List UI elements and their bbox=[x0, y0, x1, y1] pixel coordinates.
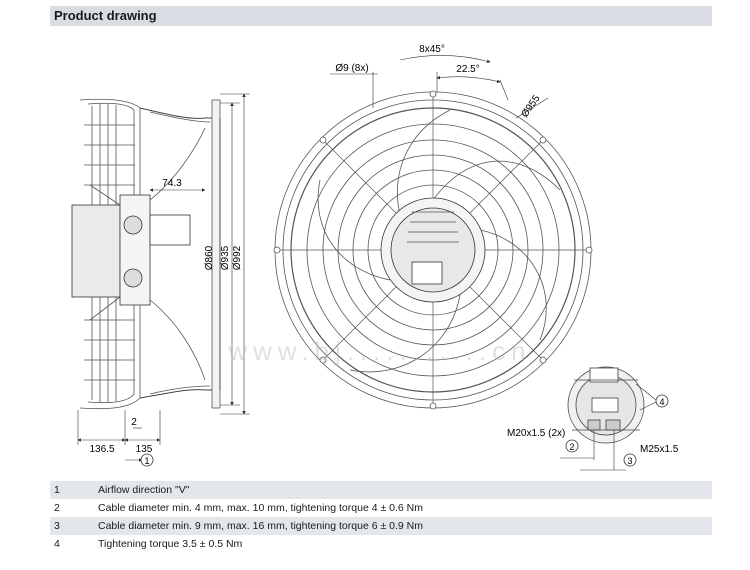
callout-3: 3 bbox=[627, 456, 632, 466]
dim-74-3: 74.3 bbox=[162, 178, 182, 189]
legend-text: Cable diameter min. 9 mm, max. 16 mm, ti… bbox=[98, 520, 423, 532]
page-title: Product drawing bbox=[54, 8, 157, 23]
dim-935: Ø935 bbox=[220, 245, 231, 270]
legend-row: 2 Cable diameter min. 4 mm, max. 10 mm, … bbox=[50, 499, 712, 517]
legend-number: 4 bbox=[54, 538, 60, 550]
dim-992: Ø992 bbox=[232, 245, 243, 270]
legend-text: Airflow direction "V" bbox=[98, 484, 190, 496]
callout-2-circle bbox=[565, 439, 579, 453]
legend-row: 1 Airflow direction "V" bbox=[50, 481, 712, 499]
callout-3-circle bbox=[623, 453, 637, 467]
callout-1-circle bbox=[140, 453, 154, 467]
dim-135: 135 bbox=[136, 444, 153, 455]
callout-1: 1 bbox=[144, 456, 149, 466]
product-drawing: 74.3 Ø860 Ø935 Ø992 2 136.5 135 1 bbox=[71, 44, 679, 471]
front-dimensions bbox=[330, 55, 549, 119]
m20-label: M20x1.5 (2x) bbox=[507, 428, 565, 439]
front-view bbox=[273, 90, 593, 410]
m25-label: M25x1.5 bbox=[640, 444, 679, 455]
side-view bbox=[71, 98, 221, 410]
legend-row: 3 Cable diameter min. 9 mm, max. 16 mm, … bbox=[50, 517, 712, 535]
watermark: www.bj...........cn bbox=[227, 336, 531, 366]
callout-4: 4 bbox=[659, 397, 664, 407]
header-bar: Product drawing bbox=[50, 6, 712, 26]
callout-4-circle bbox=[655, 394, 669, 408]
dim-136-5: 136.5 bbox=[89, 444, 114, 455]
callout-2: 2 bbox=[569, 442, 574, 452]
legend-text: Cable diameter min. 4 mm, max. 10 mm, ti… bbox=[98, 502, 423, 514]
detail-leaders bbox=[560, 383, 657, 471]
side-dimensions bbox=[77, 93, 250, 462]
angle-half: 22.5° bbox=[456, 64, 479, 75]
front-diameter: Ø955 bbox=[519, 93, 542, 120]
legend-number: 3 bbox=[54, 520, 60, 532]
detail-view bbox=[567, 366, 645, 444]
legend-number: 2 bbox=[54, 502, 60, 514]
dim-2: 2 bbox=[131, 417, 137, 428]
dim-860: Ø860 bbox=[204, 245, 215, 270]
angle-total: 8x45° bbox=[419, 44, 445, 55]
legend-text: Tightening torque 3.5 ± 0.5 Nm bbox=[98, 538, 243, 550]
holes-dimension: Ø9 (8x) bbox=[335, 63, 368, 74]
legend-number: 1 bbox=[54, 484, 60, 496]
legend-row: 4 Tightening torque 3.5 ± 0.5 Nm bbox=[50, 535, 712, 553]
legend-table: 1 Airflow direction "V" 2 Cable diameter… bbox=[50, 481, 712, 553]
